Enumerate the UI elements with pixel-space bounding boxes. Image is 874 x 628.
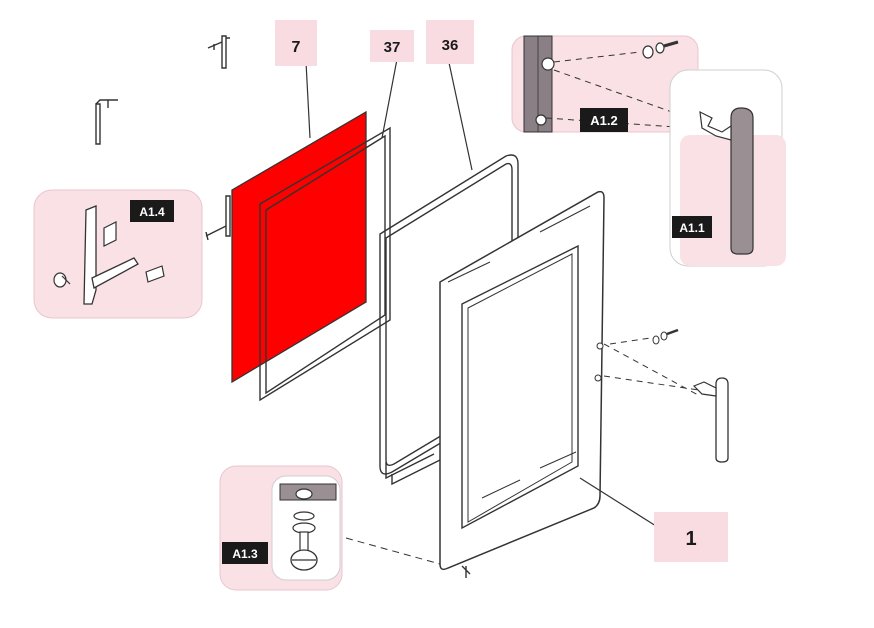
callout-36: 36 bbox=[426, 20, 474, 64]
upper-hinge-bracket bbox=[207, 35, 230, 69]
detail-a1-1: A1.1 bbox=[669, 69, 786, 267]
callout-label-36: 36 bbox=[442, 37, 459, 54]
part-7-glass-panel bbox=[231, 110, 367, 384]
detail-label-a1-1: A1.1 bbox=[679, 221, 705, 235]
detail-label-a1-4: A1.4 bbox=[139, 205, 165, 219]
part-37-gasket bbox=[259, 126, 391, 402]
callout-37: 37 bbox=[370, 30, 414, 62]
callout-7: 7 bbox=[275, 20, 317, 66]
callout-label-1: 1 bbox=[685, 528, 696, 550]
callout-label-7: 7 bbox=[292, 39, 301, 56]
lower-hinge-bracket bbox=[205, 195, 231, 241]
detail-label-a1-2: A1.2 bbox=[590, 113, 617, 128]
detail-label-a1-3: A1.3 bbox=[232, 547, 258, 561]
detail-a1-2: A1.2 bbox=[511, 35, 701, 133]
detail-a1-3: A1.3 bbox=[219, 465, 441, 591]
door-handle-assembly bbox=[603, 328, 729, 463]
part-1-door bbox=[439, 190, 605, 578]
middle-hinge-bracket bbox=[95, 99, 118, 145]
leader-lines bbox=[305, 53, 657, 527]
callout-1: 1 bbox=[654, 512, 728, 562]
callout-label-37: 37 bbox=[384, 39, 401, 56]
detail-a1-4: A1.4 bbox=[33, 189, 203, 319]
